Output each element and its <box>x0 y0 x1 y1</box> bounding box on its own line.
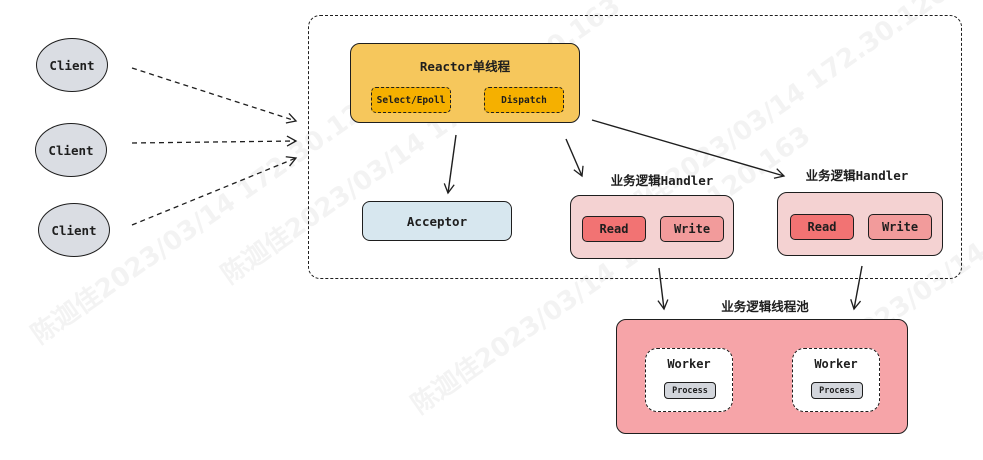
acceptor-label: Acceptor <box>406 213 468 229</box>
process-label: Process <box>819 385 855 396</box>
handler-label: 业务逻辑Handler <box>610 173 714 188</box>
write-op: Write <box>868 214 932 240</box>
worker-box: Worker Process <box>645 348 733 412</box>
client-3-arrow <box>131 156 298 226</box>
pool-label: 业务逻辑线程池 <box>721 299 809 314</box>
reactor-handler2-arrow <box>591 119 786 179</box>
read-op: Read <box>790 214 854 240</box>
client-node: Client <box>35 123 107 177</box>
read-label: Read <box>807 220 837 234</box>
dispatch-chip: Dispatch <box>484 87 564 113</box>
read-op: Read <box>582 216 646 242</box>
handler-box: Read Write <box>570 195 734 259</box>
select-epoll-chip: Select/Epoll <box>371 87 451 113</box>
client-label: Client <box>48 142 94 158</box>
process-chip: Process <box>811 382 863 399</box>
worker-title: Worker <box>667 357 711 371</box>
select-epoll-label: Select/Epoll <box>376 94 446 106</box>
process-label: Process <box>672 385 708 396</box>
process-chip: Process <box>664 382 716 399</box>
write-label: Write <box>673 222 711 236</box>
reactor-box: Reactor单线程 Select/Epoll Dispatch <box>350 43 580 123</box>
worker-pool-box: Worker Process Worker Process <box>616 319 908 434</box>
dispatch-label: Dispatch <box>501 94 547 106</box>
client-1-arrow <box>131 67 298 124</box>
client-label: Client <box>49 57 95 73</box>
reactor-handler1-arrow <box>565 138 584 178</box>
handler-box: Read Write <box>777 192 943 256</box>
client-node: Client <box>36 38 108 92</box>
acceptor-box: Acceptor <box>362 201 512 241</box>
reactor-acceptor-arrow <box>443 134 457 195</box>
reactor-title: Reactor单线程 <box>419 59 511 74</box>
worker-title: Worker <box>814 357 858 371</box>
read-label: Read <box>599 222 629 236</box>
worker-box: Worker Process <box>792 348 880 412</box>
client-label: Client <box>51 222 97 238</box>
write-label: Write <box>881 220 919 234</box>
handler1-pool-arrow <box>657 267 669 311</box>
handler-label: 业务逻辑Handler <box>805 168 909 183</box>
handler2-pool-arrow <box>850 265 863 311</box>
reactor-process-boundary <box>308 15 962 279</box>
write-op: Write <box>660 216 724 242</box>
client-2-arrow <box>131 135 298 147</box>
client-node: Client <box>38 203 110 257</box>
